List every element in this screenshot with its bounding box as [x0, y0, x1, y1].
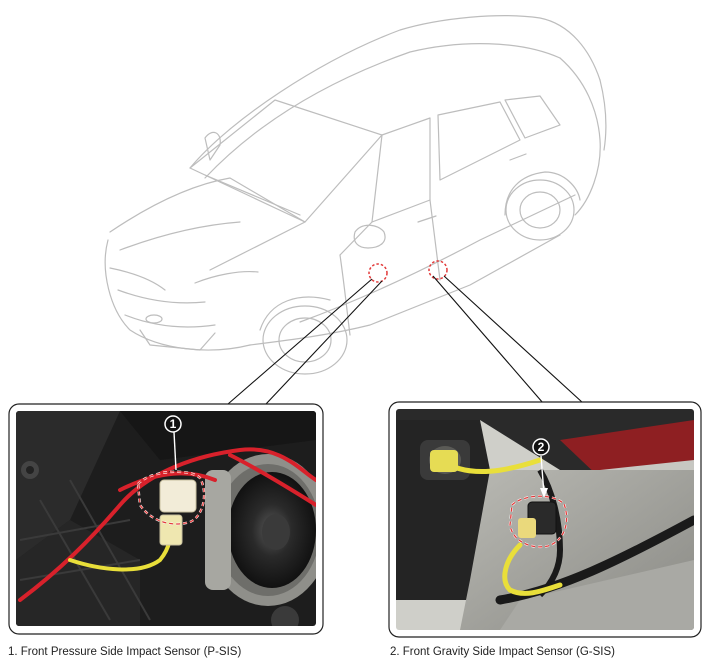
photo-p-sis: 1	[8, 403, 324, 635]
leader-lines	[227, 275, 584, 405]
callout-badge-2: 2	[532, 438, 550, 456]
sensor-spot-2	[428, 260, 448, 280]
callout-number-1: 1	[170, 417, 177, 431]
caption-p-sis: 1. Front Pressure Side Impact Sensor (P-…	[8, 646, 242, 658]
callout-badge-1: 1	[164, 415, 182, 433]
sensor-spot-1	[368, 263, 388, 283]
caption-g-sis: 2. Front Gravity Side Impact Sensor (G-S…	[390, 646, 615, 658]
photo-g-sis: 2	[388, 401, 702, 638]
car-illustration	[104, 15, 607, 375]
callout-number-2: 2	[538, 440, 545, 454]
